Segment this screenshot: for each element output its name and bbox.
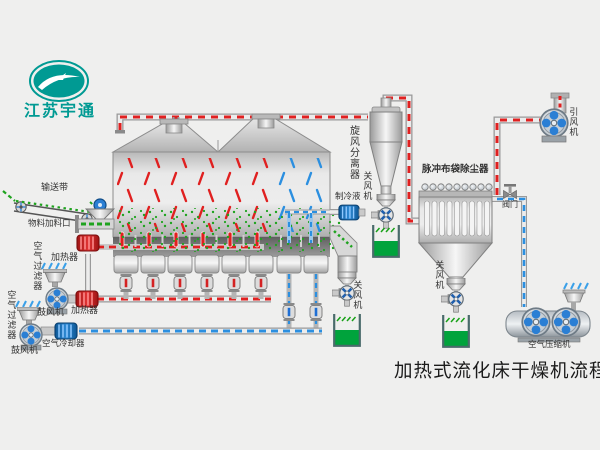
air-filter-upper-icon [43, 269, 67, 287]
compressor-intake-ticks [563, 282, 589, 290]
collection-tank-dryer [333, 314, 361, 347]
branch-valve-cold-1 [282, 303, 296, 321]
cyclone-separator-icon [369, 97, 403, 195]
label-air-compressor: 空气压缩机 [528, 340, 571, 350]
collection-tank-cyclone [372, 225, 400, 258]
screw-feeder-tube [77, 218, 115, 230]
heater-lower-icon [75, 290, 99, 308]
dryer-vent-stub-left [159, 118, 189, 125]
branch-valve-cold-2 [309, 303, 323, 321]
label-air-filter-upper: 空气过滤器 [31, 241, 42, 291]
air-supply-lower [15, 300, 78, 351]
rotary-valve-baghouse-icon [441, 278, 466, 313]
filter-bags [424, 200, 490, 237]
heater-upper-icon [76, 234, 100, 252]
label-air-cooler: 空气冷却器 [42, 339, 85, 349]
branch-valve-hot-1 [119, 274, 133, 292]
plenum-chambers [113, 254, 329, 274]
conveyor-wheel-left [15, 201, 27, 213]
company-logo-icon [29, 60, 89, 102]
label-feed-inlet: 物料加料口 [28, 219, 71, 229]
blower-upper-icon [45, 287, 69, 311]
company-name: 江苏宇通 [23, 101, 96, 120]
label-rotary-valve-dryer: 关风机 [351, 280, 362, 310]
coolant-unit [330, 204, 366, 221]
label-rotary-valve-baghouse: 关风机 [433, 260, 444, 290]
discharge-chute [329, 225, 358, 273]
branch-valve-hot-3 [173, 274, 187, 292]
label-bag-dust-collector: 脉冲布袋除尘器 [422, 164, 489, 175]
label-blower-lower: 鼓风机 [11, 346, 39, 356]
material-bed [115, 208, 343, 252]
air-intake-ticks-upper [41, 262, 67, 270]
label-air-filter-lower: 空气过滤器 [5, 290, 16, 340]
dryer-vent-stub-right [251, 113, 281, 120]
label-rotary-valve-cyclone: 关风机 [361, 171, 372, 201]
pipe-valve-icon [503, 184, 517, 200]
cold-air-manifold [79, 274, 323, 335]
branch-valve-hot-4 [200, 274, 214, 292]
branch-valve-hot-6 [254, 274, 268, 292]
feeder [75, 198, 116, 233]
air-supply-upper [41, 262, 99, 315]
bag-dust-collector-icon [417, 183, 494, 286]
fluidized-bed-dryer [97, 113, 343, 274]
collection-tank-baghouse [442, 315, 470, 348]
label-pipe-valve: 阀门 [502, 200, 518, 209]
label-coolant: 制冷液 [335, 192, 361, 202]
air-compressor-icon [505, 282, 591, 343]
label-cyclone-separator: 旋风分离器 [347, 125, 359, 180]
air-intake-ticks-lower [15, 300, 41, 308]
baghouse-outlet-pipe [493, 116, 542, 195]
induced-draft-fan-icon [539, 92, 570, 143]
label-heater-upper: 加热器 [51, 253, 79, 263]
label-heater-lower: 加热器 [71, 306, 99, 316]
hot-air-manifold [85, 254, 271, 303]
rotary-valve-cyclone-icon [371, 194, 396, 229]
label-induced-draft-fan: 引风机 [567, 107, 578, 137]
branch-valve-hot-5 [227, 274, 241, 292]
label-blower-upper: 鼓风机 [37, 308, 65, 318]
coolant-drum-icon [338, 204, 360, 221]
label-conveyor: 输送带 [41, 183, 69, 193]
blower-lower-icon [19, 323, 43, 347]
air-cooler-icon [54, 322, 78, 340]
branch-valve-hot-2 [146, 274, 160, 292]
diagram-title: 加热式流化床干燥机流程图 [394, 361, 600, 382]
